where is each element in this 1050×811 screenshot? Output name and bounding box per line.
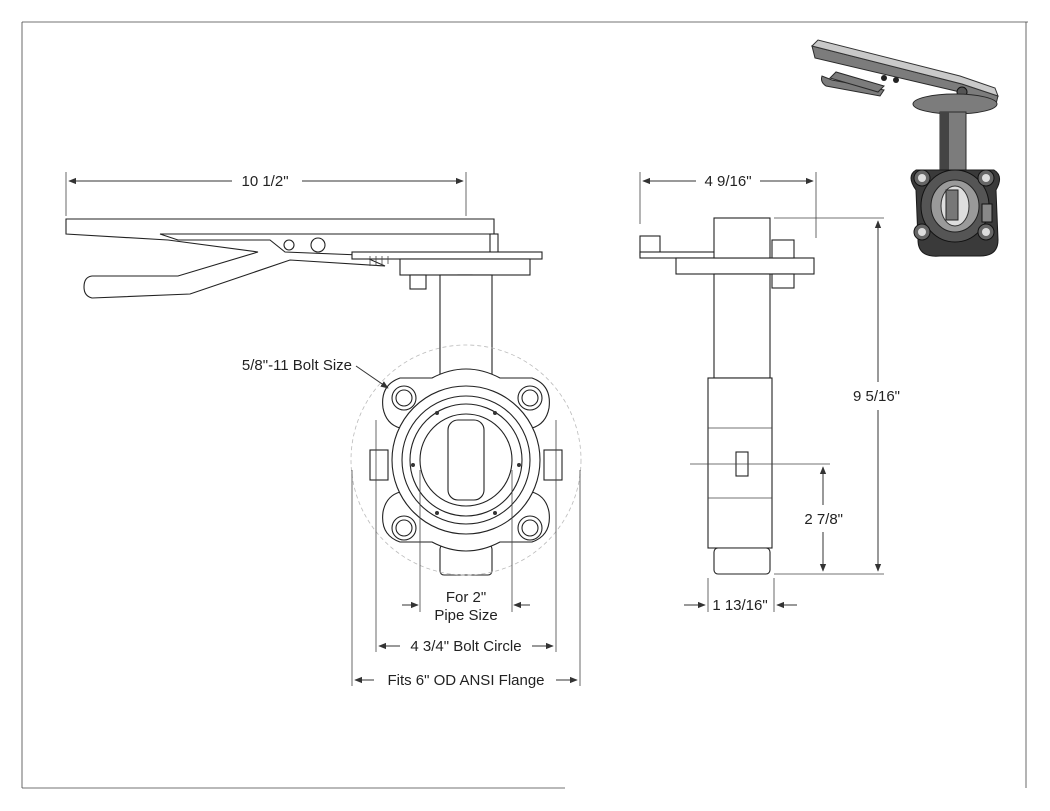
front-handle [65, 218, 543, 299]
iso-lug-holes [913, 169, 995, 241]
side-dimensions: 4 9/16" 9 5/16" 2 7/8" 1 13/16" [642, 173, 900, 614]
liner-rivets [411, 411, 521, 515]
dim-overall-height: 9 5/16" [853, 388, 900, 405]
front-dimensions: 10 1/2" 5/8"-11 Bolt Size For 2" Pipe Si… [68, 173, 578, 689]
dim-top-width: 4 9/16" [704, 173, 751, 190]
dim-pipe-size-line2: Pipe Size [434, 607, 497, 624]
front-side-tab-right [543, 449, 563, 481]
dim-pipe-size-line1: For 2" [446, 589, 486, 606]
dim-center-height: 2 7/8" [804, 511, 843, 528]
dim-handle-length: 10 1/2" [241, 173, 288, 190]
dim-bolt-circle: 4 3/4" Bolt Circle [410, 638, 521, 655]
front-view [65, 172, 582, 686]
front-top-plate [399, 258, 531, 276]
side-nut [771, 239, 795, 259]
side-top-plate [675, 257, 815, 275]
dim-body-width: 1 13/16" [712, 597, 767, 614]
dim-flange-fit: Fits 6" OD ANSI Flange [387, 672, 544, 689]
side-neck [713, 273, 771, 379]
disc-edge [447, 419, 485, 501]
front-side-tab-left [369, 449, 389, 481]
sheet-border [21, 21, 1028, 789]
iso-ratchet-plate [912, 93, 998, 115]
bolt-holes [391, 385, 543, 541]
ansi-flange-outline [350, 344, 582, 576]
front-neck [439, 274, 493, 386]
side-bottom-stub [713, 547, 771, 575]
side-view [639, 172, 884, 612]
dim-bolt-size: 5/8"-11 Bolt Size [242, 357, 352, 374]
isometric-view [811, 39, 1000, 257]
side-bolt [771, 273, 795, 289]
side-stem-cap [713, 217, 771, 259]
front-bolt-head-left [409, 274, 427, 290]
ratchet-teeth [369, 256, 389, 266]
